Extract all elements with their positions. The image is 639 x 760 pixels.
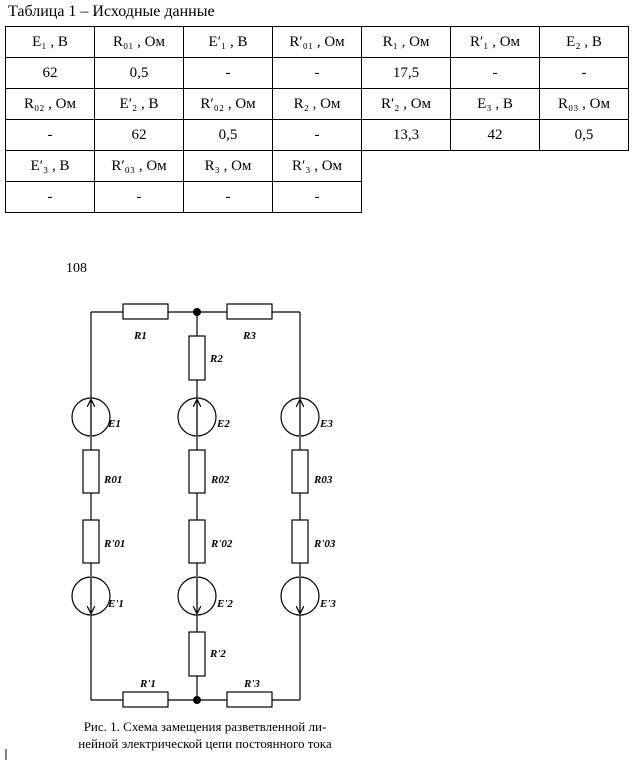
value-cell: 62	[94, 119, 184, 151]
table-row: E₁ , В R₀₁ , Ом E′₁ , В R′₀₁ , Ом R₁ , О…	[5, 26, 629, 58]
value-cell: 42	[450, 119, 540, 151]
table-title: Таблица 1 – Исходные данные	[8, 3, 215, 20]
junction-node-top	[193, 308, 201, 316]
label-r01: R01	[103, 474, 122, 486]
header-cell: E′₂ , В	[94, 88, 184, 120]
resistor-r01-prime	[82, 519, 100, 564]
resistor-r1	[122, 303, 169, 320]
figure-caption-line: Рис. 1. Схема замещения разветвленной ли…	[83, 719, 327, 734]
resistor-r1-prime	[122, 691, 169, 708]
resistor-r02-prime	[188, 519, 206, 564]
header-cell: R₀₂ , Ом	[5, 88, 95, 120]
label-e2: E2	[216, 418, 230, 430]
label-r1: R1	[133, 330, 147, 342]
wires	[90, 311, 301, 701]
label-e1-prime: E'1	[107, 598, 124, 610]
header-cell: E₁ , В	[5, 26, 95, 58]
label-e1: E1	[107, 418, 121, 430]
header-cell: R′₀₂ , Ом	[183, 88, 273, 120]
label-r02-prime: R'02	[210, 538, 233, 550]
label-r01-prime: R'01	[103, 538, 125, 550]
header-cell: R′₃ , Ом	[272, 150, 362, 182]
page-number: 108	[66, 261, 87, 276]
resistor-r2	[188, 335, 206, 381]
value-cell: 62	[5, 57, 95, 89]
table-row: E′₃ , В R′₀₃ , Ом R₃ , Ом R′₃ , Ом	[5, 150, 629, 182]
label-e2-prime: E'2	[216, 598, 233, 610]
resistor-r2-prime	[188, 631, 206, 677]
junction-node-bottom	[193, 696, 201, 704]
label-r03: R03	[313, 474, 333, 486]
resistor-r02	[188, 449, 206, 494]
table-row: - - - -	[5, 181, 629, 213]
value-cell: -	[183, 181, 273, 213]
header-cell: R′₂ , Ом	[361, 88, 451, 120]
value-cell: -	[183, 57, 273, 89]
value-cell: 13,3	[361, 119, 451, 151]
resistor-r01	[82, 449, 100, 494]
header-cell: E′₁ , В	[183, 26, 273, 58]
figure-caption: Рис. 1. Схема замещения разветвленной ли…	[40, 718, 370, 752]
label-r3-prime: R'3	[243, 678, 260, 690]
label-e3: E3	[319, 418, 333, 430]
value-cell: 0,5	[539, 119, 629, 151]
value-cell: -	[5, 181, 95, 213]
value-cell: -	[272, 119, 362, 151]
label-r2: R2	[209, 353, 223, 365]
header-cell: R′₀₁ , Ом	[272, 26, 362, 58]
parameters-table: E₁ , В R₀₁ , Ом E′₁ , В R′₀₁ , Ом R₁ , О…	[5, 26, 629, 213]
resistor-r03-prime	[291, 519, 309, 564]
label-r1-prime: R'1	[139, 678, 156, 690]
label-r02: R02	[210, 474, 230, 486]
header-cell: R₀₁ , Ом	[94, 26, 184, 58]
label-r03-prime: R'03	[313, 538, 336, 550]
resistor-r3	[226, 303, 273, 320]
header-cell: E₂ , В	[539, 26, 629, 58]
value-cell: 17,5	[361, 57, 451, 89]
value-cell: -	[539, 57, 629, 89]
table-row: R₀₂ , Ом E′₂ , В R′₀₂ , Ом R₂ , Ом R′₂ ,…	[5, 88, 629, 120]
resistor-r03	[291, 449, 309, 494]
label-e3-prime: E'3	[319, 598, 336, 610]
header-cell: R₀₃ , Ом	[539, 88, 629, 120]
resistor-r3-prime	[226, 691, 273, 708]
value-cell: -	[272, 181, 362, 213]
header-cell: E₃ , В	[450, 88, 540, 120]
label-r3: R3	[242, 330, 256, 342]
value-cell: -	[450, 57, 540, 89]
figure-caption-line: нейной электрической цепи постоянного то…	[78, 736, 332, 751]
label-r2-prime: R'2	[209, 648, 226, 660]
